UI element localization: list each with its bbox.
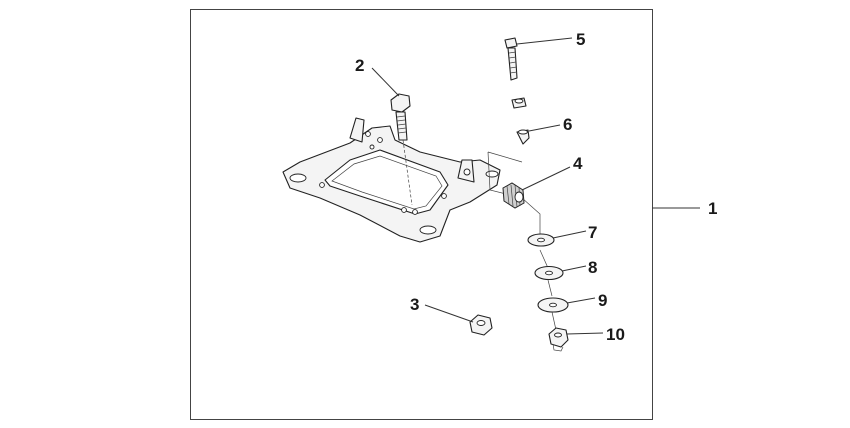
svg-text:7: 7 [588,223,597,242]
washer-part-9 [537,297,569,313]
callout-10: 10 [566,325,625,344]
callout-5: 5 [516,30,585,49]
kit-frame [190,9,653,420]
washer-part-8 [534,265,564,281]
washer-part-7 [527,233,555,247]
svg-text:3: 3 [410,295,419,314]
callout-4: 4 [521,154,583,191]
bracket-plate [282,117,501,243]
screw-part-5 [504,37,518,81]
nut-part-3 [469,314,493,336]
svg-text:9: 9 [598,291,607,310]
callout-7: 7 [552,223,597,242]
callout-8: 8 [561,258,597,277]
nut-part-10 [548,327,569,352]
assembly-guides [487,151,557,331]
collar-part-6 [516,129,530,145]
svg-text:2: 2 [355,56,364,75]
svg-text:8: 8 [588,258,597,277]
collar-spacer [511,97,527,109]
callout-6: 6 [528,115,572,134]
callout-3: 3 [410,295,474,323]
callout-9: 9 [566,291,607,310]
svg-text:6: 6 [563,115,572,134]
callout-2: 2 [355,56,400,97]
svg-text:1: 1 [708,199,717,218]
rubber-bush-part-4 [502,182,525,209]
callout-1: 1 [652,199,717,218]
svg-text:10: 10 [606,325,625,344]
bolt-part-2 [390,93,413,206]
svg-text:5: 5 [576,30,585,49]
svg-text:4: 4 [573,154,583,173]
